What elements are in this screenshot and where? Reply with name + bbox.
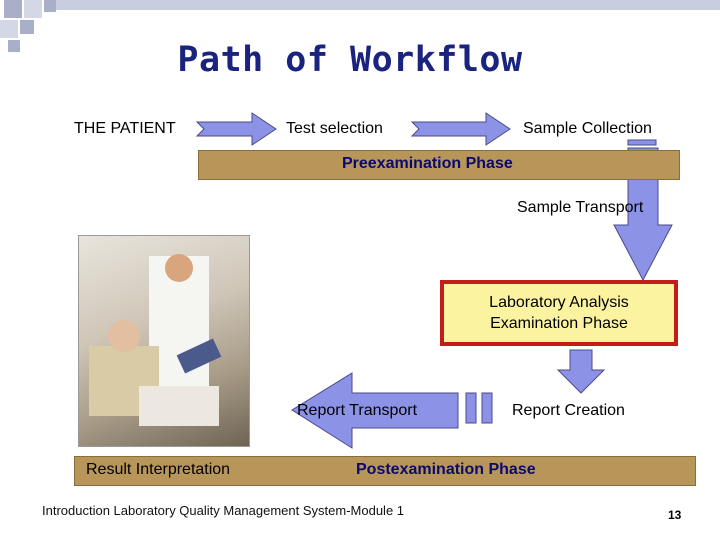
step-sample-transport: Sample Transport — [517, 199, 644, 216]
arrow-down-icon — [556, 349, 606, 394]
doctor-patient-photo — [78, 235, 250, 447]
corner-square — [8, 40, 20, 52]
phase-label-pre: Preexamination Phase — [342, 155, 513, 172]
step-report-transport: Report Transport — [297, 402, 418, 419]
arrow-left-icon — [291, 372, 459, 449]
step-test-selection: Test selection — [286, 120, 383, 137]
phase-band-post — [74, 456, 696, 486]
corner-square — [20, 20, 34, 34]
step-sample-collection: Sample Collection — [523, 120, 652, 137]
people-icon — [89, 254, 222, 426]
header-rule — [56, 0, 720, 10]
step-patient: THE PATIENT — [74, 120, 176, 137]
corner-square — [44, 0, 56, 12]
page-number: 13 — [668, 508, 682, 522]
separator-bar-icon — [627, 139, 657, 146]
footer-text: Introduction Laboratory Quality Manageme… — [42, 503, 405, 518]
step-result-interpretation: Result Interpretation — [86, 461, 231, 478]
step-report-creation: Report Creation — [512, 402, 625, 419]
phase-label-post: Postexamination Phase — [356, 461, 536, 478]
arrow-right-icon — [410, 112, 511, 146]
arrow-right-icon — [195, 112, 277, 146]
lab-analysis-box: Laboratory Analysis Examination Phase — [440, 280, 678, 346]
corner-square — [0, 20, 18, 38]
corner-square — [24, 0, 42, 18]
lab-analysis-label: Laboratory Analysis — [489, 294, 629, 311]
corner-square — [4, 0, 22, 18]
phase-band-pre — [198, 150, 680, 180]
separator-bar-icon — [465, 392, 477, 424]
examination-phase-label: Examination Phase — [490, 315, 628, 332]
separator-bar-icon — [481, 392, 493, 424]
slide-title: Path of Workflow — [177, 40, 523, 80]
